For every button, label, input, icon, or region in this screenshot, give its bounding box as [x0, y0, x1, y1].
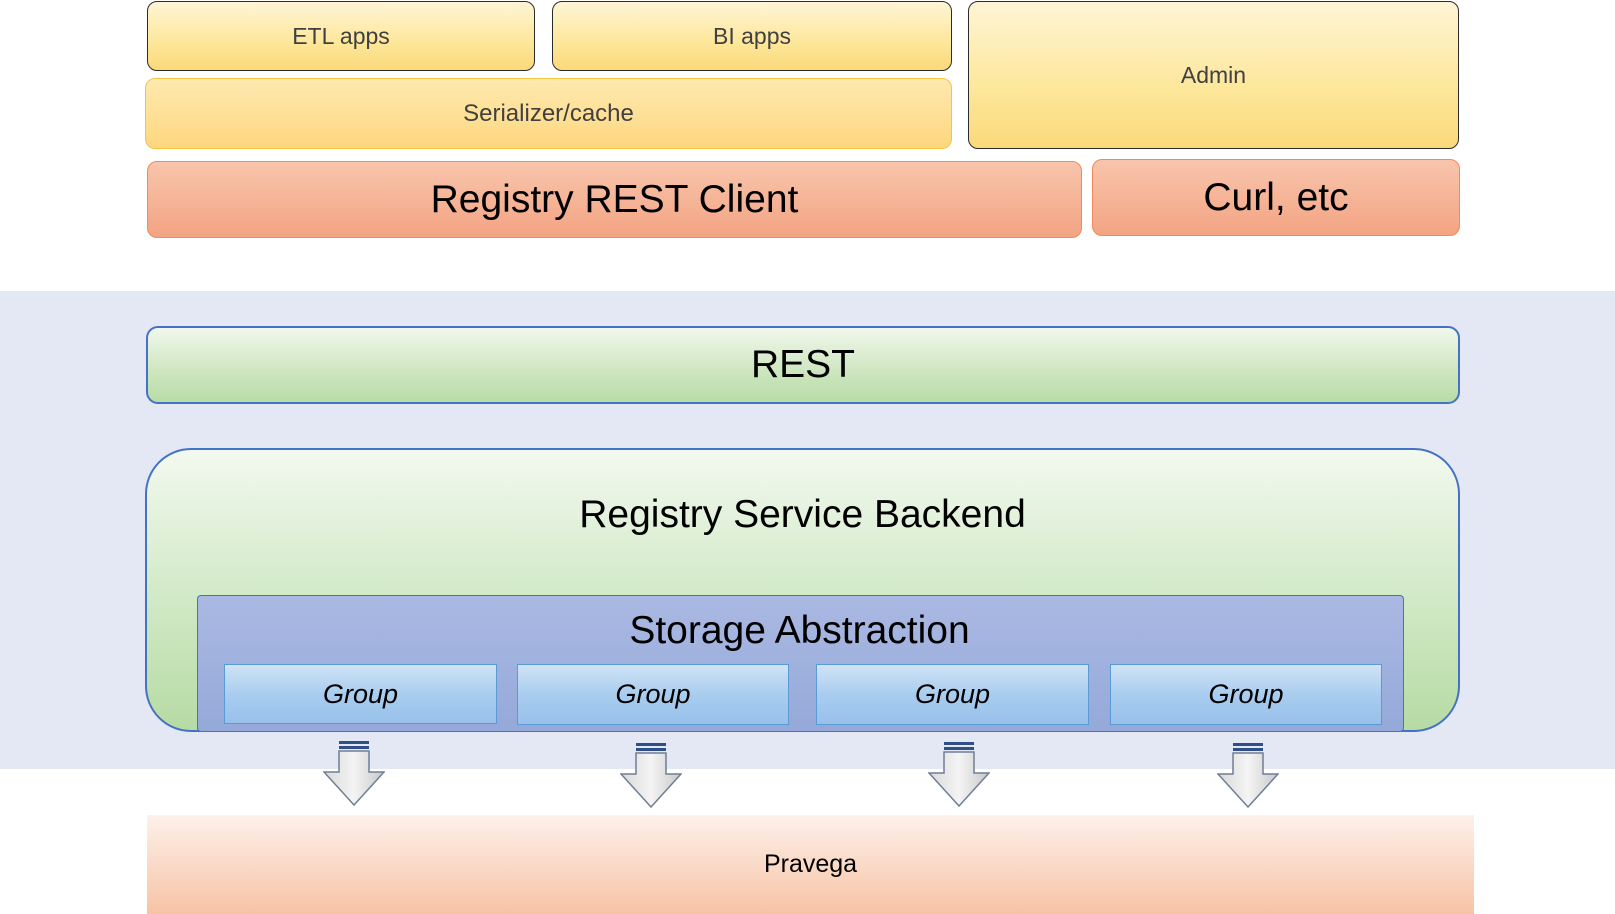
- curl-etc-label: Curl, etc: [1203, 175, 1349, 219]
- group-label: Group: [914, 679, 991, 709]
- group-box: Group: [1110, 664, 1382, 725]
- group-label: Group: [322, 678, 399, 709]
- bi-apps-label: BI apps: [713, 22, 791, 49]
- registry-rest-client-box: Registry REST Client: [147, 161, 1082, 238]
- down-arrow-icon: [1217, 743, 1279, 808]
- down-arrow-icon: [620, 743, 682, 808]
- rest-api-box: REST: [146, 326, 1460, 404]
- registry-rest-client-label: Registry REST Client: [430, 177, 799, 221]
- group-box: Group: [224, 664, 497, 724]
- etl-apps-label: ETL apps: [292, 22, 390, 49]
- etl-apps-box: ETL apps: [147, 1, 535, 71]
- down-arrow-icon: [323, 741, 385, 806]
- group-label: Group: [615, 679, 691, 709]
- pravega-label: Pravega: [763, 850, 858, 878]
- admin-box: Admin: [968, 1, 1459, 149]
- group-box: Group: [816, 664, 1089, 725]
- down-arrow-icon: [928, 742, 990, 807]
- backend-title: Registry Service Backend: [579, 493, 1026, 536]
- serializer-cache-label: Serializer/cache: [463, 99, 634, 127]
- admin-label: Admin: [1180, 61, 1247, 88]
- pravega-box: Pravega: [147, 815, 1474, 914]
- bi-apps-box: BI apps: [552, 1, 952, 71]
- group-box: Group: [517, 664, 789, 725]
- serializer-cache-box: Serializer/cache: [145, 78, 952, 149]
- group-label: Group: [1208, 679, 1284, 709]
- curl-etc-box: Curl, etc: [1092, 159, 1460, 236]
- rest-label: REST: [750, 343, 855, 386]
- storage-abstraction-title: Storage Abstraction: [629, 609, 970, 652]
